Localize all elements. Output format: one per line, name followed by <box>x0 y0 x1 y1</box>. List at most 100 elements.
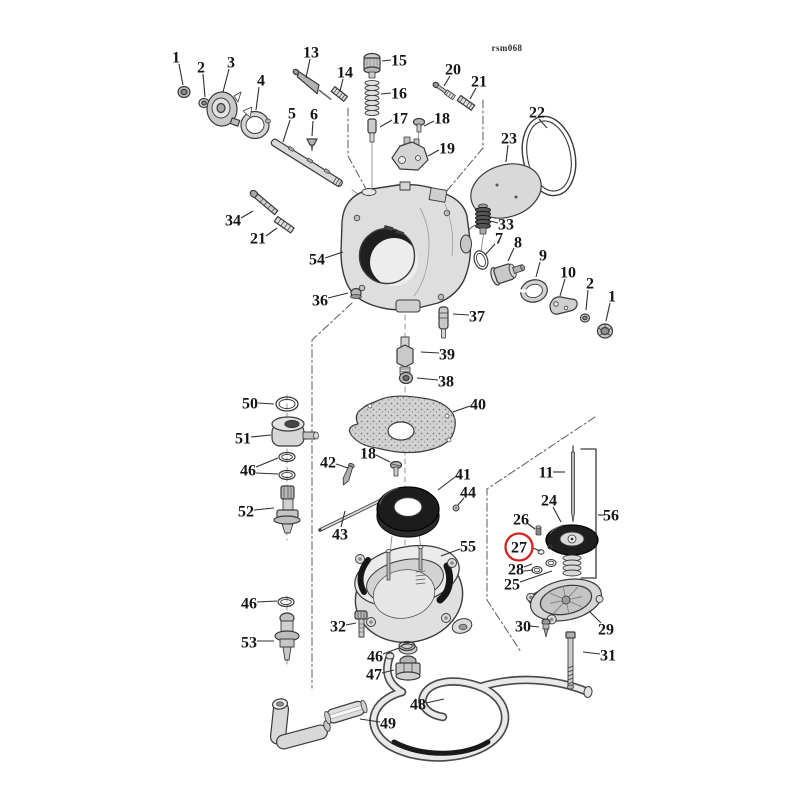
throttle-shaft-part-5 <box>270 138 343 187</box>
part-label-46: 46 <box>240 457 279 480</box>
part-label-50: 50 <box>242 396 275 413</box>
svg-text:43: 43 <box>332 527 348 544</box>
svg-text:46: 46 <box>367 649 383 666</box>
pump-housing-part-51 <box>271 416 319 447</box>
part-label-47: 47 <box>366 667 395 684</box>
screw-spring-part-20 <box>432 81 456 101</box>
svg-text:13: 13 <box>303 45 319 62</box>
highlight-circle <box>504 532 534 562</box>
part-label-56: 56 <box>598 508 619 525</box>
o-ring-part-46-bottom <box>398 640 416 652</box>
svg-text:15: 15 <box>391 53 407 70</box>
svg-text:47: 47 <box>366 667 382 684</box>
bowl-gasket-part-40 <box>348 395 456 454</box>
screw-part-34 <box>249 189 279 216</box>
svg-text:38: 38 <box>438 374 454 391</box>
screw-part-6 <box>306 138 318 152</box>
rubber-ring-part-41 <box>376 486 440 538</box>
svg-text:51: 51 <box>235 431 251 448</box>
part-label-33: 33 <box>489 217 514 234</box>
svg-text:8: 8 <box>514 235 522 252</box>
part-label-22: 22 <box>529 105 548 129</box>
drain-valve-part-53 <box>274 612 300 661</box>
fuel-hose-part-48 <box>369 651 593 762</box>
part-label-20: 20 <box>443 62 461 87</box>
svg-text:30: 30 <box>515 619 531 636</box>
screw-part-32 <box>354 610 368 638</box>
part-label-18: 18 <box>360 446 391 463</box>
svg-text:34: 34 <box>225 213 241 230</box>
svg-text:27: 27 <box>511 540 527 557</box>
screw-part-30 <box>541 618 551 638</box>
svg-text:37: 37 <box>469 309 485 326</box>
part-label-29: 29 <box>588 610 614 639</box>
watermark-code: rsm068 <box>492 43 523 53</box>
part-label-32: 32 <box>330 619 357 636</box>
needle-part-11 <box>571 445 575 523</box>
svg-text:16: 16 <box>391 86 407 103</box>
part-label-41: 41 <box>437 467 471 491</box>
part-label-6: 6 <box>310 107 318 137</box>
part-label-49: 49 <box>359 716 396 733</box>
spring-plunger-part-33 <box>475 203 491 235</box>
svg-text:44: 44 <box>460 485 476 502</box>
part-label-19: 19 <box>427 141 455 158</box>
plug-part-26 <box>535 525 542 536</box>
svg-text:1: 1 <box>608 289 616 306</box>
collar-ring-part-9 <box>517 279 548 303</box>
jet-holder-part-39 <box>396 336 414 375</box>
spring-cup-part-25 <box>562 554 582 577</box>
svg-text:4: 4 <box>257 73 265 90</box>
svg-text:11: 11 <box>538 465 553 482</box>
float-bowl-part-55 <box>354 544 473 655</box>
spring-part-21-top <box>456 94 476 111</box>
svg-text:53: 53 <box>241 635 257 652</box>
svg-text:18: 18 <box>360 446 376 463</box>
svg-text:19: 19 <box>439 141 455 158</box>
diaphragm-disc-part-23 <box>470 163 542 219</box>
svg-text:29: 29 <box>598 622 614 639</box>
svg-text:17: 17 <box>392 111 408 128</box>
clamp-band-part-4 <box>240 106 271 140</box>
svg-text:52: 52 <box>238 504 254 521</box>
part-label-10: 10 <box>559 265 576 297</box>
diaphragm-part-24 <box>545 524 599 556</box>
part-label-28: 28 <box>508 562 534 579</box>
o-ring-part-7 <box>473 250 489 270</box>
part-label-30: 30 <box>515 619 540 636</box>
o-ring-part-50 <box>275 396 299 412</box>
svg-text:48: 48 <box>410 697 426 714</box>
part-label-46: 46 <box>241 596 278 613</box>
bracket-part-56 <box>580 448 597 579</box>
part-label-34: 34 <box>225 210 254 230</box>
spring-part-21-left <box>273 215 295 234</box>
washer-part-2-left <box>198 97 210 109</box>
spring-part-14 <box>330 86 349 102</box>
svg-text:42: 42 <box>320 455 336 472</box>
part-label-54: 54 <box>309 251 344 269</box>
part-label-27: 27 <box>504 532 541 562</box>
svg-text:49: 49 <box>380 716 396 733</box>
svg-text:18: 18 <box>434 111 450 128</box>
plunger-part-37 <box>438 306 449 339</box>
svg-text:9: 9 <box>539 248 547 265</box>
svg-text:24: 24 <box>541 493 557 510</box>
svg-text:3: 3 <box>227 55 235 72</box>
part-label-42: 42 <box>320 455 349 472</box>
screw-part-18-mid <box>389 460 403 477</box>
part-label-40: 40 <box>452 397 486 414</box>
carburetor-body-part-54 <box>340 181 472 313</box>
check-valve-part-52 <box>273 485 301 534</box>
part-label-1: 1 <box>605 289 616 322</box>
part-label-11: 11 <box>538 465 565 482</box>
svg-text:31: 31 <box>600 648 616 665</box>
part-label-17: 17 <box>379 111 408 128</box>
part-label-26: 26 <box>513 512 536 530</box>
pump-cover-part-29 <box>526 578 604 625</box>
needle-part-42 <box>342 462 355 486</box>
svg-text:1: 1 <box>172 50 180 67</box>
svg-text:14: 14 <box>337 65 353 82</box>
part-label-18: 18 <box>423 111 450 128</box>
part-label-21: 21 <box>469 74 487 100</box>
part-label-48: 48 <box>410 697 445 714</box>
